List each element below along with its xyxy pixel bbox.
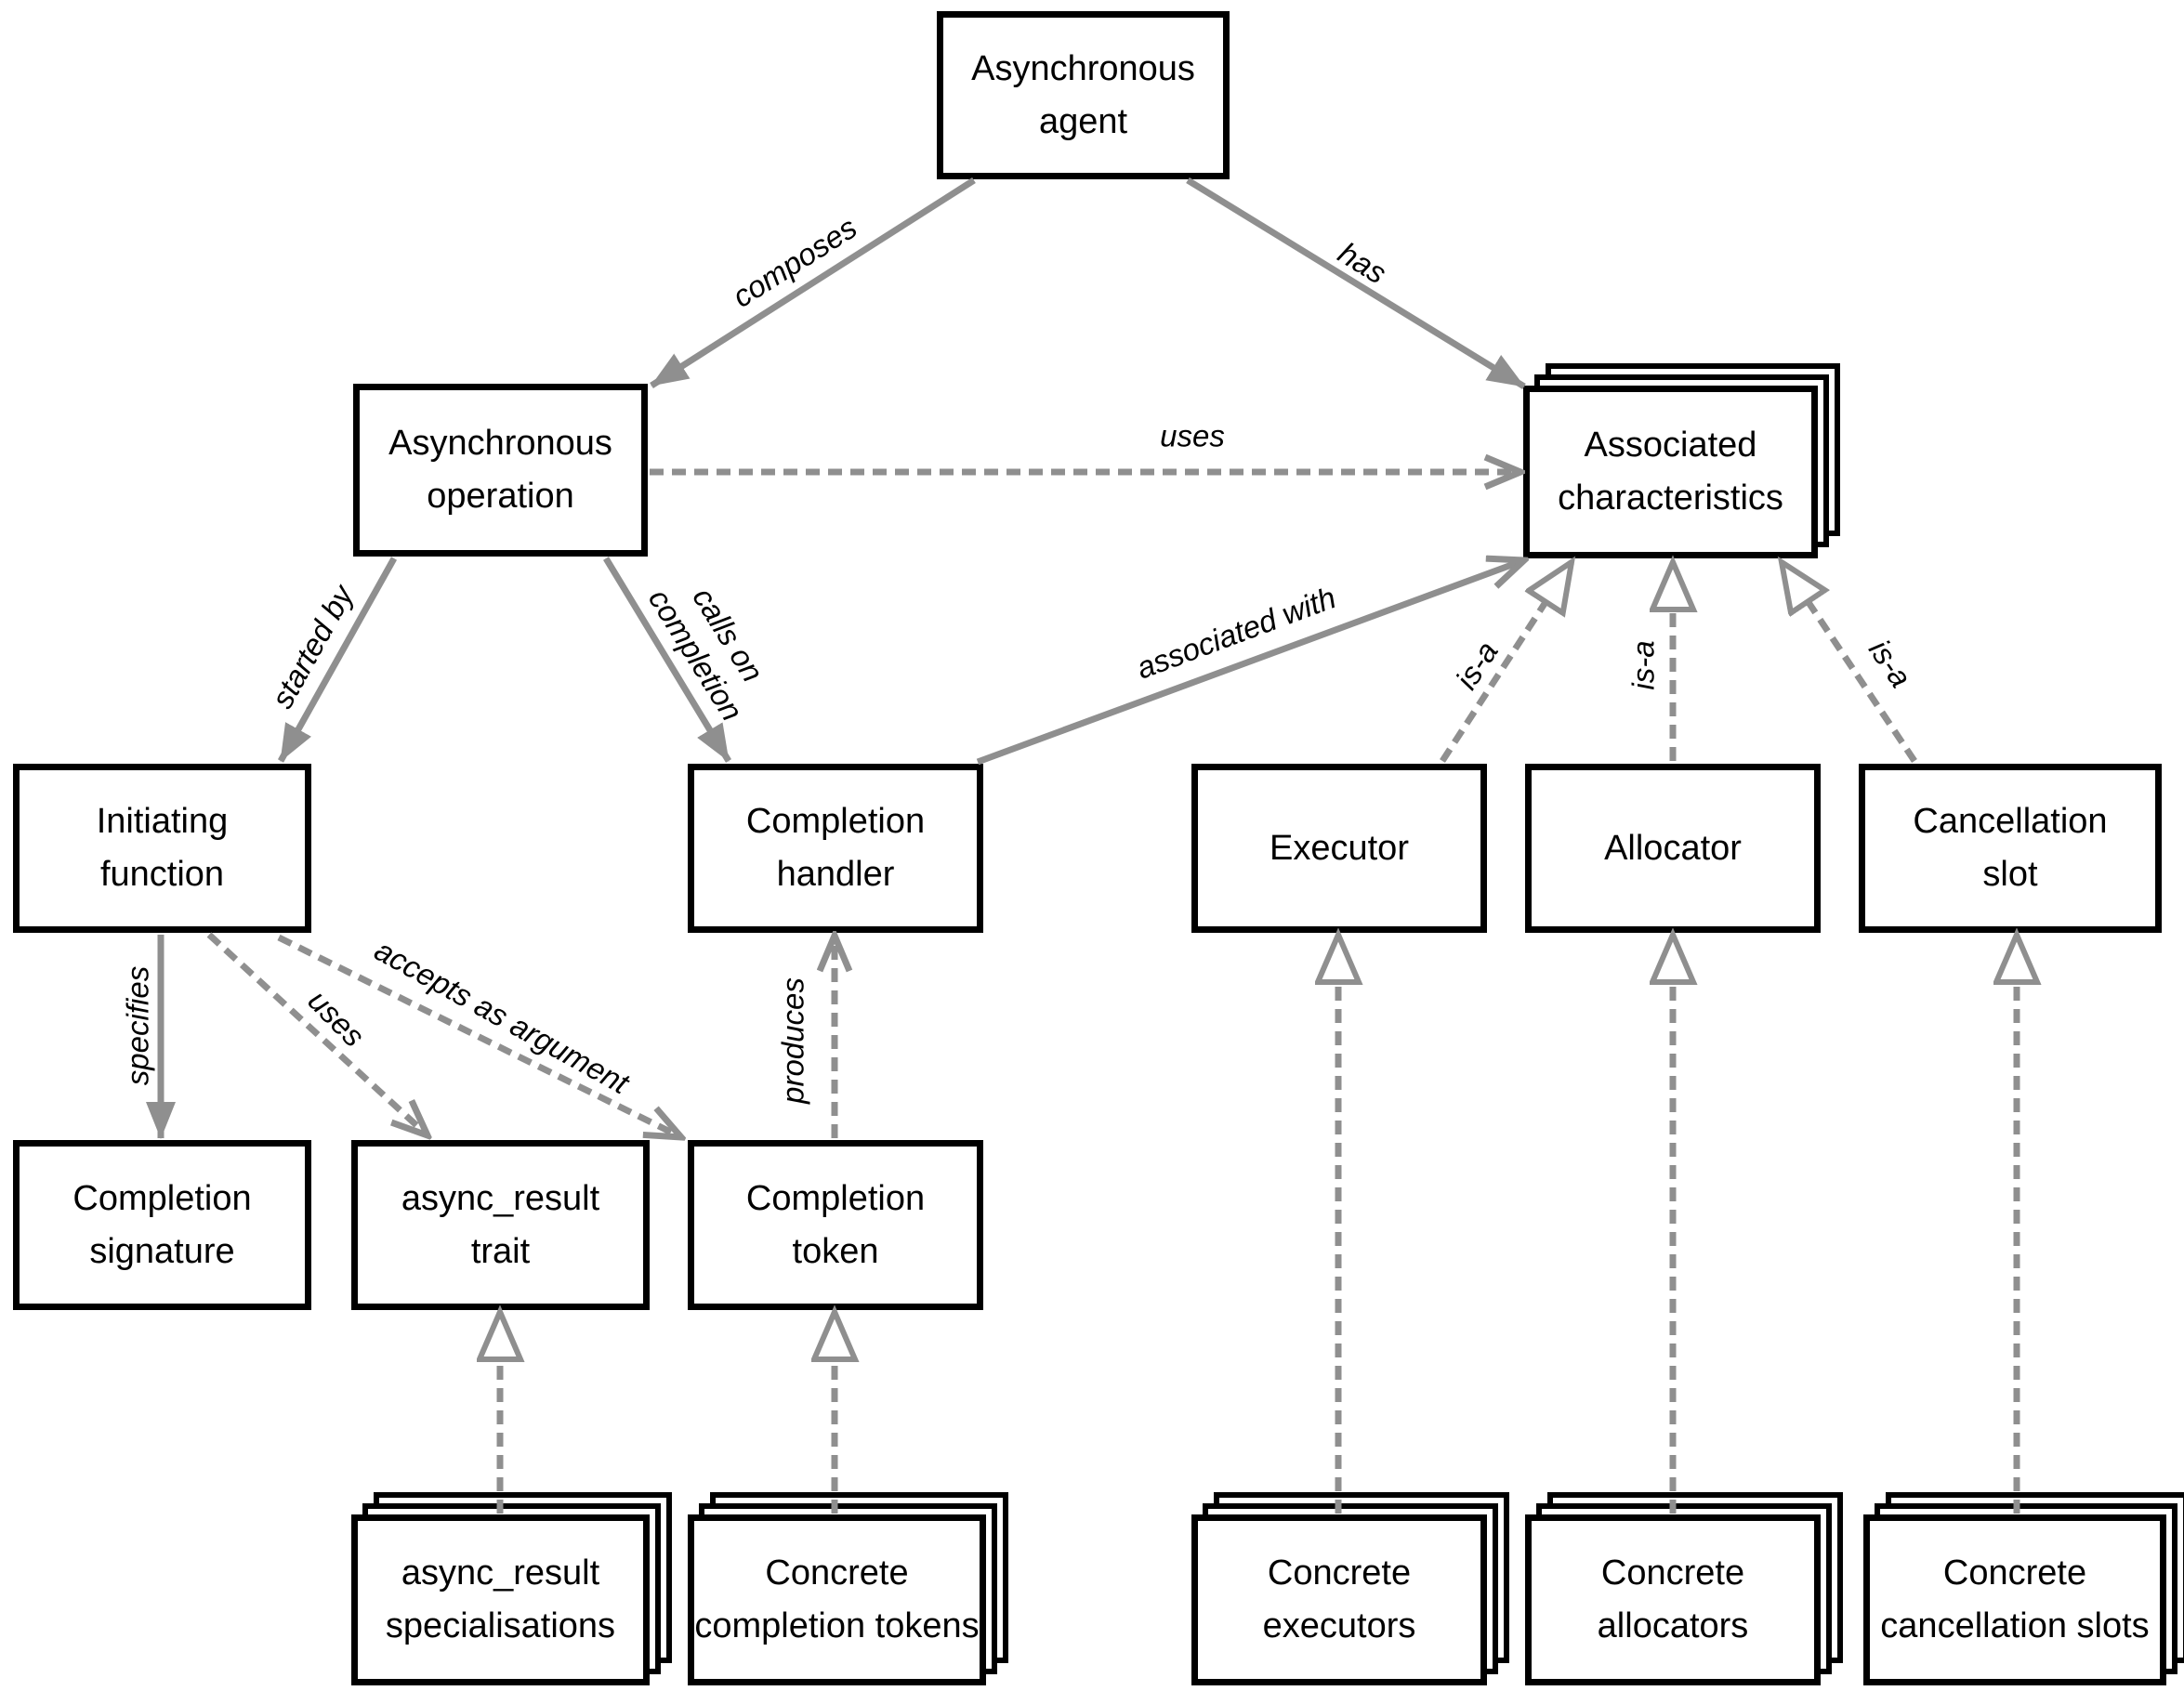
- node-async-result-specialisations: async_result specialisations: [351, 1514, 650, 1685]
- edge-composes: [650, 177, 976, 388]
- node-completion-signature: Completion signature: [13, 1140, 311, 1310]
- node-associated-characteristics: Associated characteristics: [1523, 386, 1818, 558]
- edge-label-has: has: [1332, 235, 1393, 291]
- node-cancellation-slot: Cancellation slot: [1859, 764, 2162, 933]
- edge-is-a-cancellation-slot: [1782, 562, 1917, 763]
- node-concrete-cancellation-slots-stack: Concrete cancellation slots: [1863, 1492, 2184, 1685]
- edge-label-accepts-as-argument: accepts as argument: [369, 932, 635, 1101]
- edge-label-is-a-cancellation-slot: is-a: [1862, 633, 1919, 694]
- edge-is-a-executor: [1440, 562, 1572, 763]
- node-initiating-function: Initiating function: [13, 764, 311, 933]
- node-concrete-allocators: Concrete allocators: [1525, 1514, 1821, 1685]
- node-concrete-cancellation-slots: Concrete cancellation slots: [1863, 1514, 2166, 1685]
- node-async-result-trait: async_result trait: [351, 1140, 650, 1310]
- edge-calls-on-completion: [603, 557, 731, 763]
- edge-label-specifies: specifies: [120, 965, 155, 1086]
- edge-label-calls-on-completion: calls on completion: [641, 581, 770, 727]
- node-concrete-completion-tokens-stack: Concrete completion tokens: [688, 1492, 1008, 1685]
- node-concrete-allocators-stack: Concrete allocators: [1525, 1492, 1843, 1685]
- node-executor: Executor: [1191, 764, 1487, 933]
- node-associated-characteristics-stack: Associated characteristics: [1523, 363, 1840, 558]
- edge-label-uses-characteristics: uses: [1160, 418, 1225, 453]
- edge-associated-with: [976, 560, 1524, 766]
- edge-uses-trait: [206, 932, 428, 1135]
- edge-label-associated-with: associated with: [1131, 580, 1341, 686]
- node-asynchronous-agent: Asynchronous agent: [937, 11, 1230, 179]
- edge-label-is-a-allocator: is-a: [1625, 640, 1661, 690]
- edge-label-started-by: started by: [264, 579, 361, 714]
- node-concrete-executors-stack: Concrete executors: [1191, 1492, 1509, 1685]
- edge-accepts-as-argument: [277, 934, 681, 1137]
- node-concrete-completion-tokens: Concrete completion tokens: [688, 1514, 986, 1685]
- edge-label-produces: produces: [775, 977, 810, 1104]
- edge-label-composes: composes: [726, 209, 863, 314]
- edge-label-is-a-executor: is-a: [1448, 635, 1505, 696]
- node-concrete-executors: Concrete executors: [1191, 1514, 1487, 1685]
- edge-has: [1186, 177, 1526, 389]
- node-completion-token: Completion token: [688, 1140, 983, 1310]
- node-async-result-specialisations-stack: async_result specialisations: [351, 1492, 672, 1685]
- node-allocator: Allocator: [1525, 764, 1821, 933]
- node-asynchronous-operation: Asynchronous operation: [353, 384, 648, 557]
- node-completion-handler: Completion handler: [688, 764, 983, 933]
- edge-label-uses-trait: uses: [301, 983, 372, 1054]
- edge-started-by: [277, 557, 398, 763]
